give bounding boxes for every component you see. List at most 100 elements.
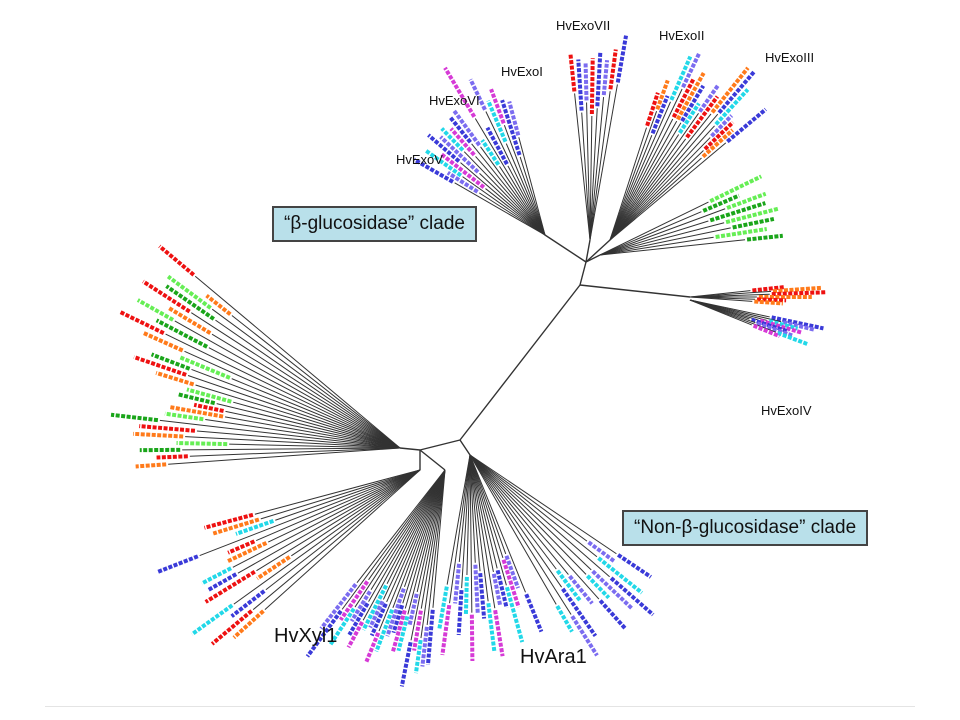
leaf-branch bbox=[469, 454, 526, 593]
leaf-label-mark bbox=[453, 563, 462, 604]
leaf-branch bbox=[463, 151, 546, 236]
label-hvexovii: HvExoVII bbox=[556, 18, 611, 33]
leaf-label-mark bbox=[390, 609, 407, 653]
leaf-branch bbox=[291, 469, 421, 557]
leaf-branch bbox=[609, 125, 715, 241]
leaf-label-mark bbox=[413, 639, 423, 674]
leaf-branch bbox=[233, 401, 401, 449]
leaf-branch bbox=[378, 469, 446, 632]
leaf-branch bbox=[609, 137, 711, 241]
leaf-label-mark bbox=[597, 556, 644, 595]
leaf-label-mark bbox=[480, 139, 501, 166]
leaf-branch bbox=[609, 122, 682, 241]
leaf-label-mark bbox=[608, 49, 618, 90]
leaf-branch bbox=[485, 111, 546, 236]
leaf-branch bbox=[386, 469, 446, 584]
internal-branch bbox=[544, 234, 587, 263]
leaf-label-mark bbox=[443, 66, 477, 118]
leaf-branch bbox=[196, 430, 401, 449]
leaf-branch bbox=[475, 156, 546, 236]
leaf-label-mark bbox=[598, 599, 628, 631]
leaf-branch bbox=[254, 469, 421, 515]
leaf-branch bbox=[518, 137, 546, 236]
leaf-label-mark bbox=[478, 572, 487, 619]
leaf-branch bbox=[469, 454, 600, 600]
leaf-branch bbox=[609, 88, 683, 241]
leaf-branch bbox=[469, 454, 476, 563]
leaf-label-mark bbox=[576, 59, 584, 111]
leaf-label-mark bbox=[486, 603, 497, 653]
leaf-label-mark bbox=[449, 127, 476, 157]
leaf-branch bbox=[252, 469, 421, 611]
leaf-label-mark bbox=[680, 84, 706, 123]
leaf-branch bbox=[386, 469, 446, 603]
leaf-branch bbox=[174, 320, 401, 449]
leaf-branch bbox=[403, 469, 446, 587]
leaf-label-mark bbox=[328, 607, 356, 646]
internal-branch bbox=[585, 239, 591, 263]
leaf-branch bbox=[233, 469, 421, 605]
leaf-branch bbox=[469, 454, 494, 573]
leaf-branch bbox=[609, 157, 702, 241]
leaf-label-mark bbox=[732, 216, 775, 230]
leaf-branch bbox=[211, 308, 401, 449]
leaf-branch bbox=[589, 108, 598, 241]
leaf-branch bbox=[275, 469, 421, 521]
leaf-label-mark bbox=[746, 233, 783, 242]
leaf-label-mark bbox=[589, 58, 595, 115]
leaf-label-mark bbox=[110, 412, 159, 423]
leaf-branch bbox=[599, 220, 709, 256]
leaf-label-mark bbox=[568, 574, 594, 605]
leaf-branch bbox=[354, 469, 446, 608]
leaf-branch bbox=[341, 469, 446, 610]
leaf-branch bbox=[574, 93, 591, 241]
leaf-branch bbox=[224, 416, 401, 449]
beta-glucosidase-clade-label: “β-glucosidase” clade bbox=[272, 206, 477, 242]
leaf-label-mark bbox=[204, 570, 256, 604]
leaf-label-mark bbox=[501, 559, 521, 608]
leaf-branch bbox=[589, 91, 611, 241]
leaf-branch bbox=[609, 127, 647, 241]
leaf-branch bbox=[609, 142, 727, 241]
leaf-branch bbox=[599, 236, 714, 256]
leaf-branch bbox=[426, 469, 446, 625]
leaf-branch bbox=[356, 469, 446, 583]
internal-branch bbox=[399, 447, 421, 451]
leaf-branch bbox=[267, 469, 421, 543]
leaf-branch bbox=[609, 135, 653, 241]
leaf-label-mark bbox=[750, 317, 789, 334]
label-hvexovi: HvExoVI bbox=[429, 93, 480, 108]
leaf-label-mark bbox=[585, 574, 611, 600]
leaf-label-mark bbox=[305, 609, 343, 658]
leaf-branch bbox=[225, 410, 401, 449]
leaf-label-mark bbox=[165, 284, 215, 321]
leaf-branch bbox=[231, 315, 401, 449]
leaf-label-mark bbox=[186, 387, 232, 404]
leaf-branch bbox=[609, 112, 699, 241]
leaf-label-mark bbox=[210, 609, 253, 646]
leaf-label-mark bbox=[669, 55, 693, 101]
leaf-branch bbox=[368, 469, 446, 581]
leaf-label-mark bbox=[437, 586, 449, 631]
leaf-branch bbox=[589, 97, 605, 241]
leaf-branch bbox=[446, 454, 471, 585]
leaf-branch bbox=[256, 469, 421, 572]
leaf-label-mark bbox=[178, 392, 216, 406]
leaf-label-mark bbox=[495, 569, 509, 609]
leaf-branch bbox=[503, 125, 546, 236]
leaf-branch bbox=[216, 403, 401, 449]
leaf-branch bbox=[461, 454, 471, 589]
leaf-branch bbox=[519, 156, 546, 236]
leaf-label-mark bbox=[555, 569, 583, 603]
leaf-label-mark bbox=[675, 72, 706, 121]
leaf-label-mark bbox=[256, 555, 291, 581]
leaf-branch bbox=[589, 84, 618, 241]
leaf-branch bbox=[382, 469, 446, 600]
leaf-label-mark bbox=[468, 78, 487, 111]
leaf-label-mark bbox=[493, 609, 505, 657]
leaf-branch bbox=[469, 454, 598, 558]
leaf-branch bbox=[404, 469, 446, 609]
leaf-branch bbox=[469, 454, 610, 578]
